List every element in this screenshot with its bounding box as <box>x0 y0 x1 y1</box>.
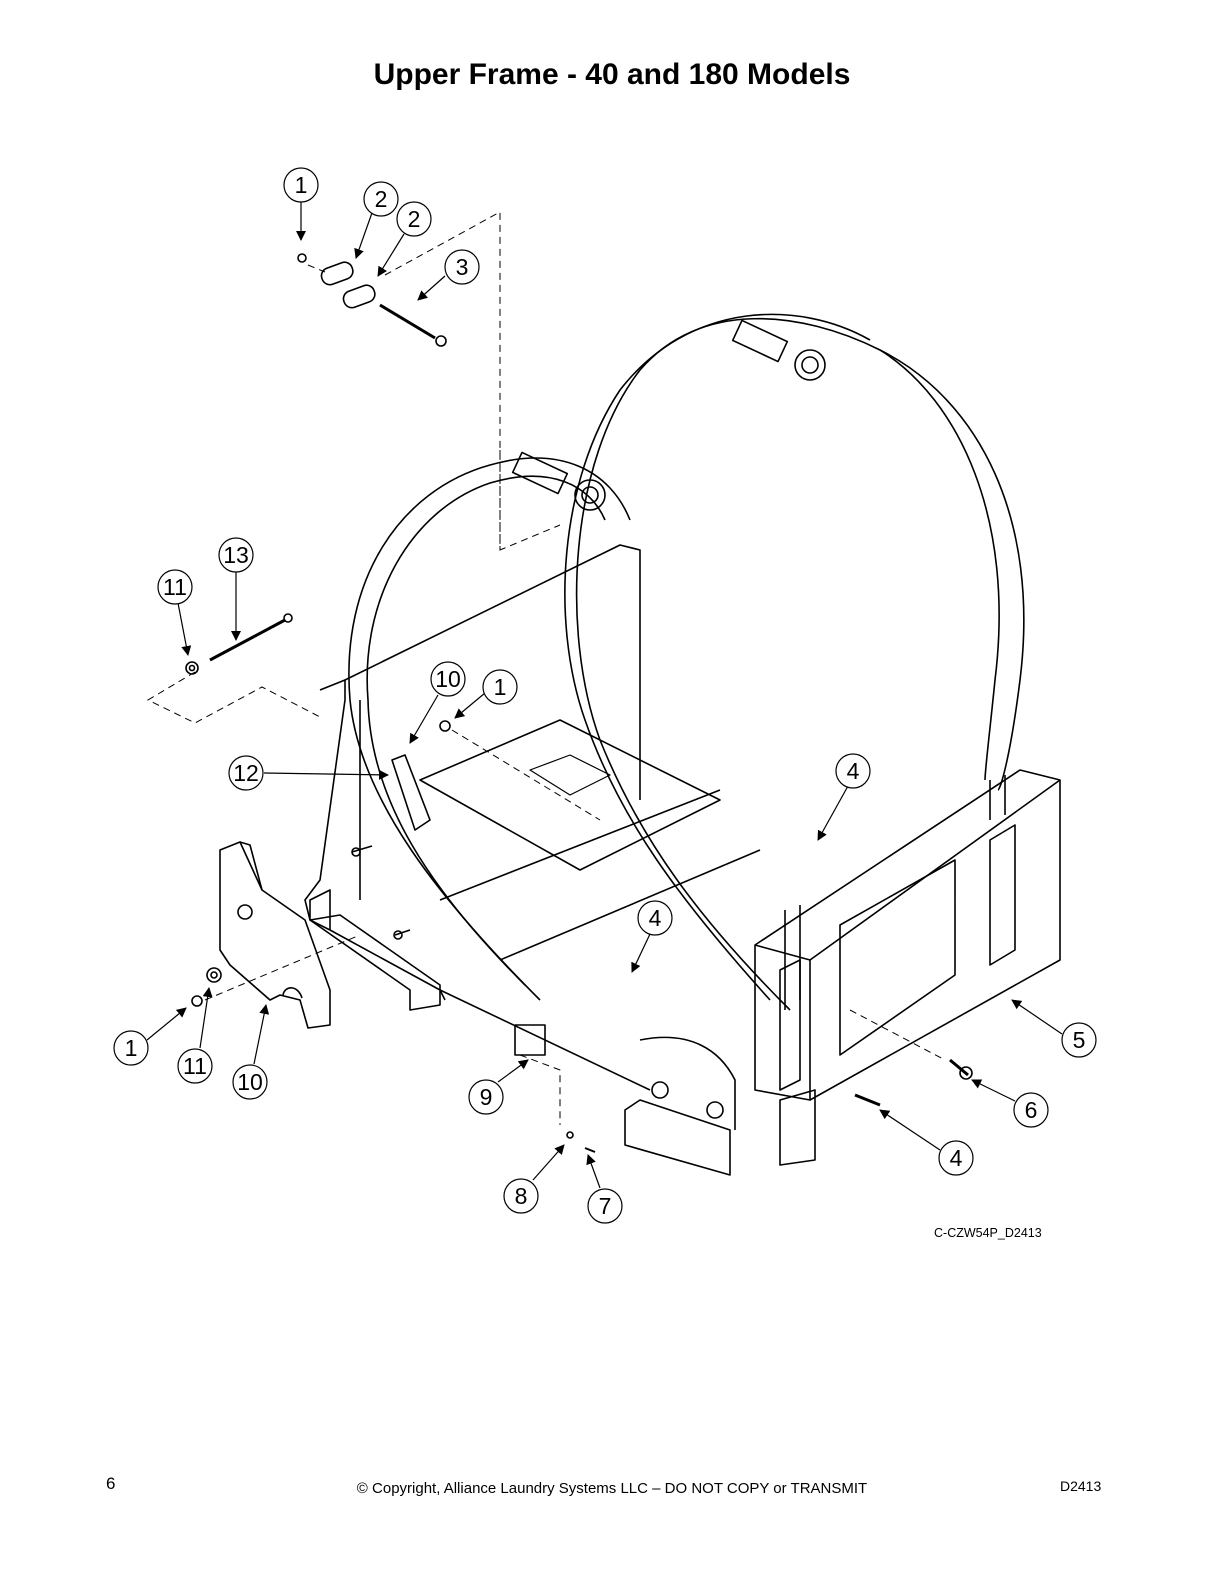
callout-5: 5 <box>1061 1022 1097 1058</box>
callout-6: 6 <box>1013 1092 1049 1128</box>
callout-label: 11 <box>183 1053 207 1079</box>
callout-1: 1 <box>113 1030 149 1066</box>
callout-label: 1 <box>295 172 308 198</box>
callout-10: 10 <box>430 661 466 697</box>
callout-label: 7 <box>599 1193 612 1219</box>
callout-label: 5 <box>1073 1027 1086 1053</box>
callout-label: 10 <box>435 666 461 692</box>
page-title: Upper Frame - 40 and 180 Models <box>373 58 851 91</box>
callout-3: 3 <box>444 249 480 285</box>
callout-12: 12 <box>228 755 264 791</box>
callout-7: 7 <box>587 1188 623 1224</box>
callout-leaders <box>146 202 1063 1189</box>
callout-label: 2 <box>375 186 388 212</box>
leader-dashed-lines <box>146 211 946 1125</box>
callout-label: 11 <box>163 574 187 600</box>
callout-label: 13 <box>223 542 249 568</box>
callout-1: 1 <box>283 167 319 203</box>
copyright-notice: © Copyright, Alliance Laundry Systems LL… <box>356 1480 868 1497</box>
callout-label: 8 <box>515 1183 528 1209</box>
callout-4: 4 <box>835 753 871 789</box>
callout-11: 11 <box>177 1048 213 1084</box>
callout-10: 10 <box>232 1064 268 1100</box>
callout-label: 6 <box>1025 1097 1038 1123</box>
callout-label: 2 <box>408 206 421 232</box>
callout-label: 1 <box>125 1035 138 1061</box>
callout-label: 9 <box>480 1084 493 1110</box>
callout-2: 2 <box>363 181 399 217</box>
callout-11: 11 <box>157 569 193 605</box>
callout-13: 13 <box>218 537 254 573</box>
frame-assembly-drawing <box>185 253 1061 1176</box>
document-number: D2413 <box>1060 1478 1102 1494</box>
drawing-id: C-CZW54P_D2413 <box>934 1226 1042 1240</box>
callout-label: 4 <box>649 905 662 931</box>
page-number: 6 <box>106 1474 116 1493</box>
callout-8: 8 <box>503 1178 539 1214</box>
callout-9: 9 <box>468 1079 504 1115</box>
callout-4: 4 <box>637 900 673 936</box>
callout-1: 1 <box>482 669 518 705</box>
callout-label: 10 <box>237 1069 263 1095</box>
callout-2: 2 <box>396 201 432 237</box>
callout-4: 4 <box>938 1140 974 1176</box>
callout-label: 4 <box>847 758 860 784</box>
callout-label: 3 <box>456 254 469 280</box>
callout-label: 1 <box>494 674 507 700</box>
callout-label: 4 <box>950 1145 963 1171</box>
callout-label: 12 <box>233 760 259 786</box>
